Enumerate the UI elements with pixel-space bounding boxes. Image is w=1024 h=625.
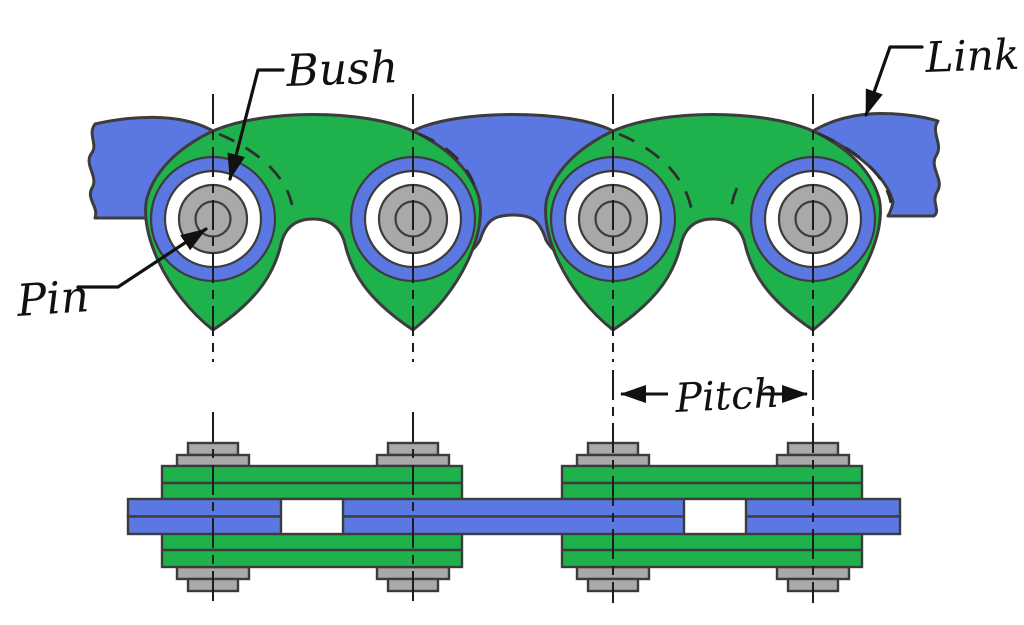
pitch-dimension: Pitch — [620, 371, 808, 422]
bush-callout: Bush — [227, 42, 399, 181]
blue-link-plate-right — [811, 112, 941, 218]
side-view — [87, 94, 941, 362]
hidden-edge-pin4 — [818, 132, 893, 204]
pin-callout: Pin — [14, 227, 208, 327]
link-leader-arrow — [864, 45, 924, 117]
pin-leader-arrow — [76, 227, 208, 289]
band-gap-1 — [279, 497, 345, 536]
hidden-plate-edges — [218, 132, 893, 216]
blue-band-lower — [126, 515, 902, 536]
blue-band-upper — [126, 497, 902, 518]
blue-center-band — [126, 497, 902, 536]
side-view-centerlines — [212, 94, 814, 362]
plan-view — [126, 370, 902, 603]
hidden-edge-pin3 — [618, 132, 694, 213]
bush-label: Bush — [285, 42, 399, 97]
plan-view-centerlines — [212, 370, 814, 603]
annotations: Bush Pin Link Pitch — [14, 30, 1020, 422]
pitch-label: Pitch — [673, 371, 780, 422]
hidden-edge-pin1 — [218, 132, 294, 206]
link-label: Link — [924, 30, 1020, 82]
hidden-edge-pin4-left — [729, 187, 739, 216]
hidden-edge-pin2 — [418, 132, 478, 191]
link-callout: Link — [864, 30, 1020, 117]
pin-label: Pin — [14, 271, 90, 327]
bush-leader-arrow — [227, 68, 285, 181]
band-gap-2 — [682, 497, 748, 536]
